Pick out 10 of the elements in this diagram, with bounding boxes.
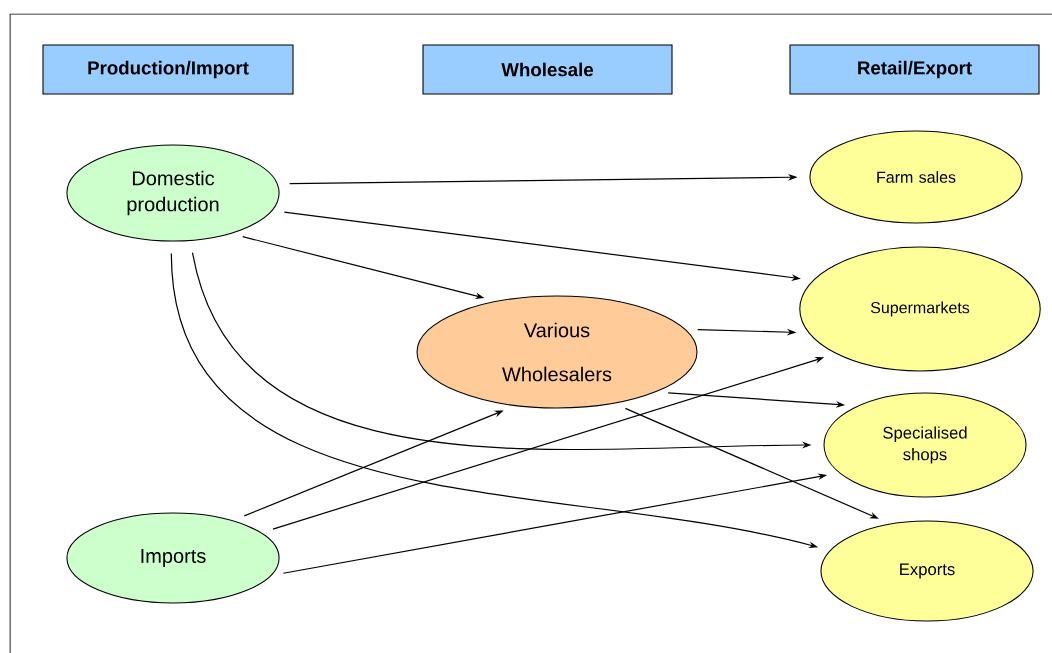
column-header: Production/Import [42, 44, 294, 95]
ellipse-node: Specialised shops [823, 392, 1027, 498]
column-header: Wholesale [422, 44, 673, 95]
ellipse-node: Domestic production [66, 144, 280, 242]
column-header: Retail/Export [789, 44, 1040, 95]
ellipse-node: Various Wholesalers [416, 295, 698, 409]
ellipse-node: Farm sales [809, 130, 1023, 224]
ellipse-node: Imports [66, 512, 280, 604]
ellipse-node: Exports [820, 520, 1034, 622]
ellipse-node: Supermarkets [799, 246, 1041, 372]
